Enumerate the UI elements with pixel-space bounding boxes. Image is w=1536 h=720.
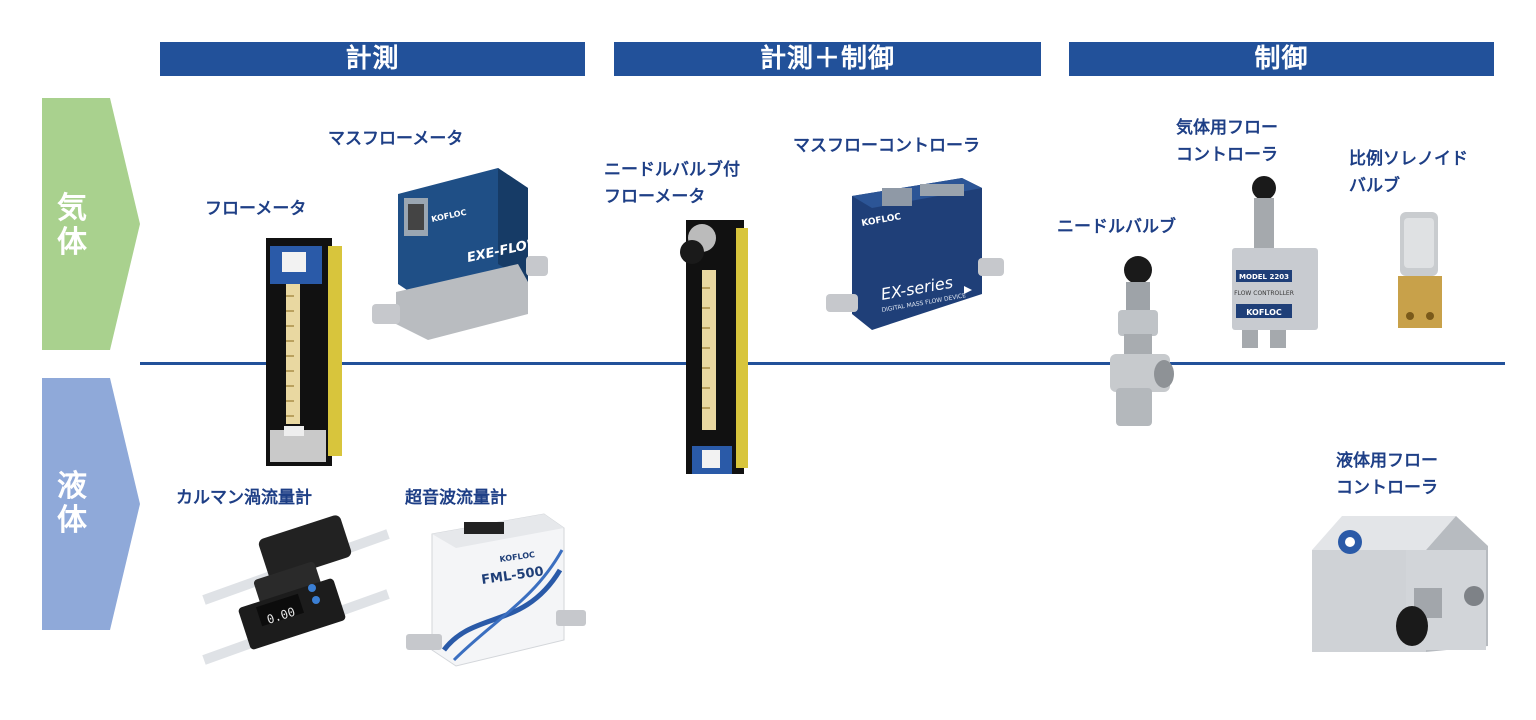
label-proportional-solenoid-valve: 比例ソレノイド バルブ: [1349, 149, 1468, 196]
gas-liquid-divider: [140, 362, 1505, 365]
needle-valve-image: [1110, 256, 1174, 426]
mass-flow-controller-image: KOFLOC EX-series DIGITAL MASS FLOW DEVIC…: [826, 178, 1004, 330]
liquid-arrow: [42, 378, 140, 630]
gas-flow-controller-image: MODEL 2203 FLOW CONTROLLER KOFLOC: [1232, 176, 1318, 348]
karman-vortex-flowmeter-image: 0.00: [202, 515, 390, 665]
proportional-solenoid-valve-image: [1398, 212, 1442, 328]
label-needle-valve-flowmeter: ニードルバルブ付 フローメータ: [604, 160, 740, 207]
label-mass-flowmeter: マスフローメータ: [328, 129, 464, 149]
flow-controller-plate-text: FLOW CONTROLLER: [1234, 290, 1294, 297]
gas-label: 気体: [57, 191, 87, 260]
ultrasonic-flowmeter-image: KOFLOC FML-500: [406, 513, 586, 667]
mass-flowmeter-image: EXE-FLOW KOFLOC: [372, 168, 548, 340]
gas-arrow: [42, 98, 140, 350]
category-measure-control-header: 計測＋制御: [614, 42, 1041, 76]
gfc-kofloc-text: KOFLOC: [1246, 308, 1282, 317]
liquid-label: 液体: [57, 469, 87, 538]
label-ultrasonic-flowmeter: 超音波流量計: [405, 488, 507, 508]
model-plate-text: MODEL 2203: [1239, 273, 1289, 281]
label-flowmeter: フローメータ: [205, 199, 307, 219]
label-gas-flow-controller: 気体用フロー コントローラ: [1176, 118, 1278, 165]
liquid-flow-controller-image: [1312, 516, 1488, 652]
label-needle-valve: ニードルバルブ: [1057, 217, 1176, 237]
category-measure-header: 計測: [160, 42, 585, 76]
needle-valve-flowmeter-image: [680, 220, 748, 474]
label-mass-flow-controller: マスフローコントローラ: [793, 136, 980, 156]
label-liquid-flow-controller: 液体用フロー コントローラ: [1336, 451, 1438, 498]
label-karman-vortex-flowmeter: カルマン渦流量計: [176, 488, 312, 508]
flowmeter-image: [266, 238, 342, 466]
category-control-header: 制御: [1069, 42, 1494, 76]
